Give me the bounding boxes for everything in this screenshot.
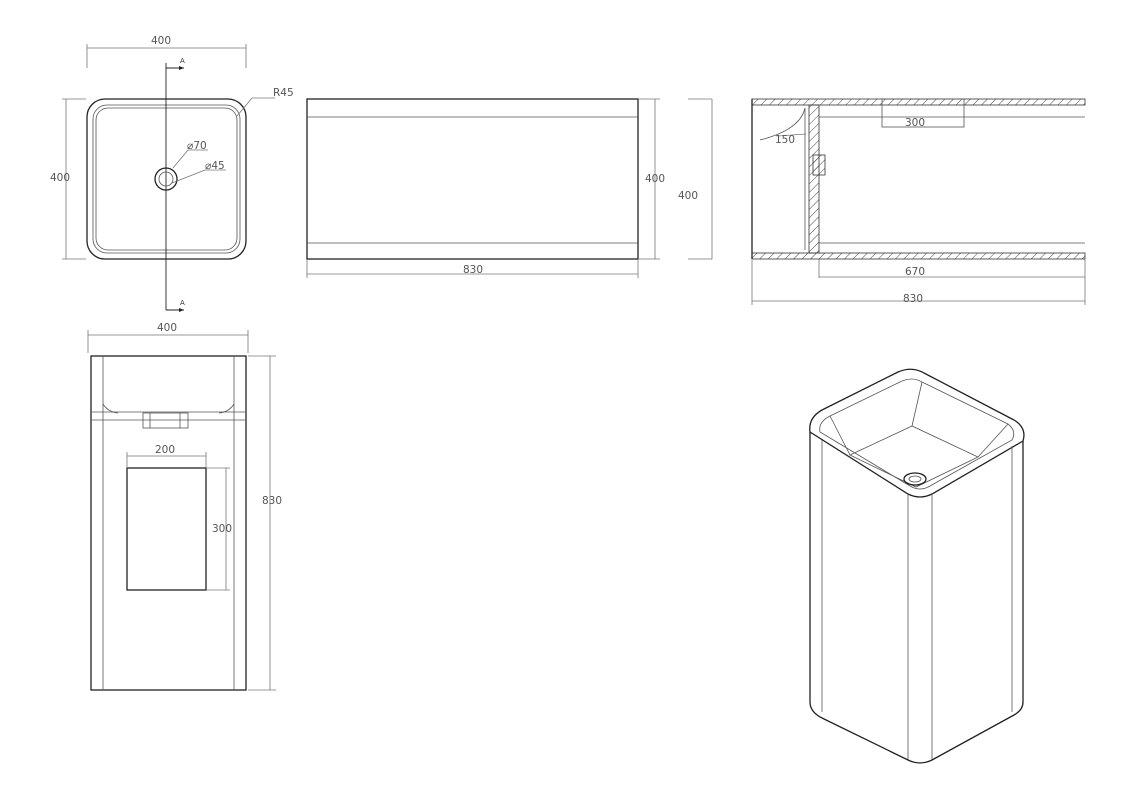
section-mark-top: A — [180, 57, 185, 65]
radius-label: R45 — [273, 87, 294, 99]
section-radius-label: 150 — [775, 134, 795, 146]
top-height-label: 400 — [50, 172, 70, 184]
drain-outer-circle — [154, 167, 178, 191]
front-width-label: 400 — [157, 322, 177, 334]
section-top-wall — [751, 98, 1086, 106]
section-inner-length-label: 670 — [905, 266, 925, 278]
front-height-label: 830 — [262, 495, 282, 507]
drain-fitting — [142, 412, 189, 429]
pedestal-body — [90, 355, 247, 691]
section-arrow-bottom — [179, 308, 184, 312]
section-mark-bottom: A — [180, 299, 185, 307]
access-door — [126, 467, 207, 591]
iso-rim-outer — [809, 368, 1025, 498]
isometric-view — [809, 368, 1025, 764]
section-slot-label: 300 — [905, 117, 925, 129]
side-height-label: 400 — [645, 173, 665, 185]
drain-inner-circle — [158, 171, 174, 187]
side-view: 830 400 — [306, 98, 665, 278]
drain-inner-dia-label: ⌀45 — [205, 160, 225, 172]
top-width-label: 400 — [151, 35, 171, 47]
basin-outer-rim — [86, 98, 247, 260]
door-height-label: 300 — [212, 523, 232, 535]
section-slot — [881, 98, 965, 128]
drain-outer-dia-label: ⌀70 — [187, 140, 207, 152]
section-total-length-label: 830 — [903, 293, 923, 305]
iso-base — [809, 701, 1024, 764]
section-basin-wall — [808, 104, 820, 254]
side-length-label: 830 — [463, 264, 483, 276]
top-view: 400 400 R45 A A ⌀70 ⌀45 — [50, 35, 294, 312]
section-view: 400 150 300 670 830 — [678, 98, 1086, 305]
side-body-outline — [306, 98, 639, 260]
section-bottom-wall — [751, 252, 1086, 260]
door-width-label: 200 — [155, 444, 175, 456]
section-arrow-top — [179, 66, 184, 70]
section-height-label: 400 — [678, 190, 698, 202]
iso-drain — [903, 472, 927, 486]
front-view: 400 830 200 300 — [87, 322, 282, 691]
basin-inner-rim — [92, 104, 241, 254]
